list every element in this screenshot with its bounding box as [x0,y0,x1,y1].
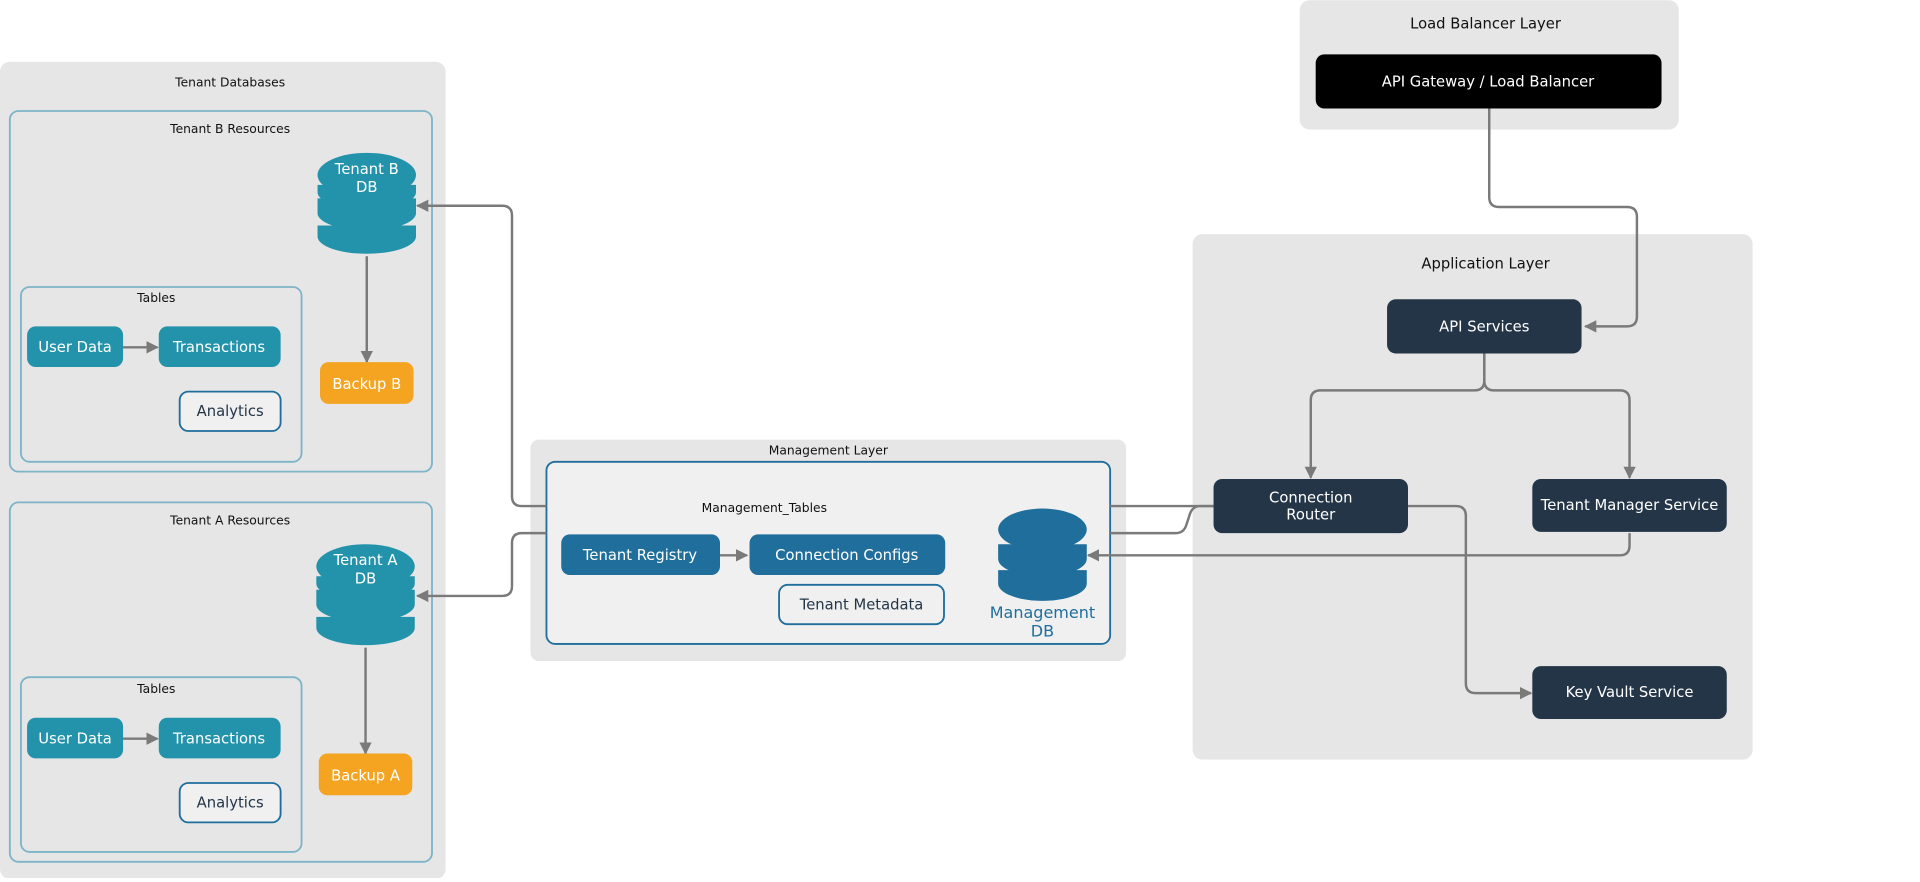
group-label: Management_Tables [702,501,827,515]
group-label: Tenant A Resources [169,514,290,528]
node-label: User Data [38,731,112,748]
group-label: Tables [136,682,175,696]
node-label: Tenant Metadata [799,596,924,613]
node-tenant-b-db[interactable]: Tenant B DB [317,152,416,254]
node-label: Connection Configs [775,547,918,564]
node-label: Key Vault Service [1566,684,1694,701]
node-backup-a[interactable]: Backup A [318,753,413,796]
node-user-data-a[interactable]: User Data [27,717,124,759]
edges [123,108,1639,755]
node-label: Connection [1269,489,1352,506]
node-connection-router[interactable]: Connection Router [1213,479,1408,534]
node-label: Transactions [172,339,265,356]
node-label: Tenant A [333,552,398,569]
group-label: Tenant Databases [174,75,285,89]
group-application-layer: Application Layer [1192,234,1753,760]
group-label: Load Balancer Layer [1410,16,1562,33]
group-label: Management Layer [769,443,889,457]
node-label: API Services [1439,318,1529,335]
node-transactions-a[interactable]: Transactions [158,717,281,759]
node-tenant-manager-service[interactable]: Tenant Manager Service [1532,479,1727,532]
node-management-db[interactable]: Management DB [990,508,1095,641]
node-analytics-a[interactable]: Analytics [178,782,282,824]
node-key-vault-service[interactable]: Key Vault Service [1532,666,1727,719]
node-tenant-a-db[interactable]: Tenant A DB [316,544,415,646]
node-label: Backup B [332,376,401,393]
node-tenant-registry[interactable]: Tenant Registry [561,534,720,575]
node-label: Tenant B [334,161,399,178]
node-label: DB [1031,622,1054,641]
edge-router-to-management-2 [1110,504,1214,535]
node-user-data-b[interactable]: User Data [27,326,124,367]
edge-api-to-tenant-manager [1483,353,1636,479]
node-label: Analytics [197,795,264,812]
edge-management-to-tenant-a-db [416,531,547,603]
node-tenant-metadata[interactable]: Tenant Metadata [778,583,945,626]
group-tables-a [19,676,303,853]
database-icon [316,616,415,646]
node-label: DB [356,179,377,196]
node-label: Management [990,603,1095,622]
node-label: Tenant Registry [582,547,697,564]
edge-management-to-tenant-b-db [416,199,547,508]
node-label: Backup A [331,768,400,785]
node-label: User Data [38,339,112,356]
node-label: Transactions [172,731,265,748]
group-tables-b [19,286,303,463]
node-backup-b[interactable]: Backup B [320,362,414,404]
node-api-gateway[interactable]: API Gateway / Load Balancer [1315,54,1662,109]
database-icon [998,570,1087,601]
node-api-services[interactable]: API Services [1387,299,1582,354]
node-transactions-b[interactable]: Transactions [158,326,281,367]
node-analytics-b[interactable]: Analytics [178,390,282,432]
edge-router-to-key-vault [1408,504,1533,700]
group-label: Tables [136,291,175,305]
node-label: Tenant Manager Service [1540,497,1719,514]
node-label: API Gateway / Load Balancer [1382,73,1595,90]
group-label: Application Layer [1421,256,1550,273]
node-connection-configs[interactable]: Connection Configs [749,534,946,575]
database-icon [317,225,416,254]
group-label: Tenant B Resources [169,122,290,136]
node-label: Analytics [197,403,264,420]
node-label: Router [1286,507,1336,524]
node-label: DB [355,571,376,588]
edge-tenant-manager-to-management-db [1086,533,1631,562]
edge-gateway-to-api-services [1488,108,1639,333]
